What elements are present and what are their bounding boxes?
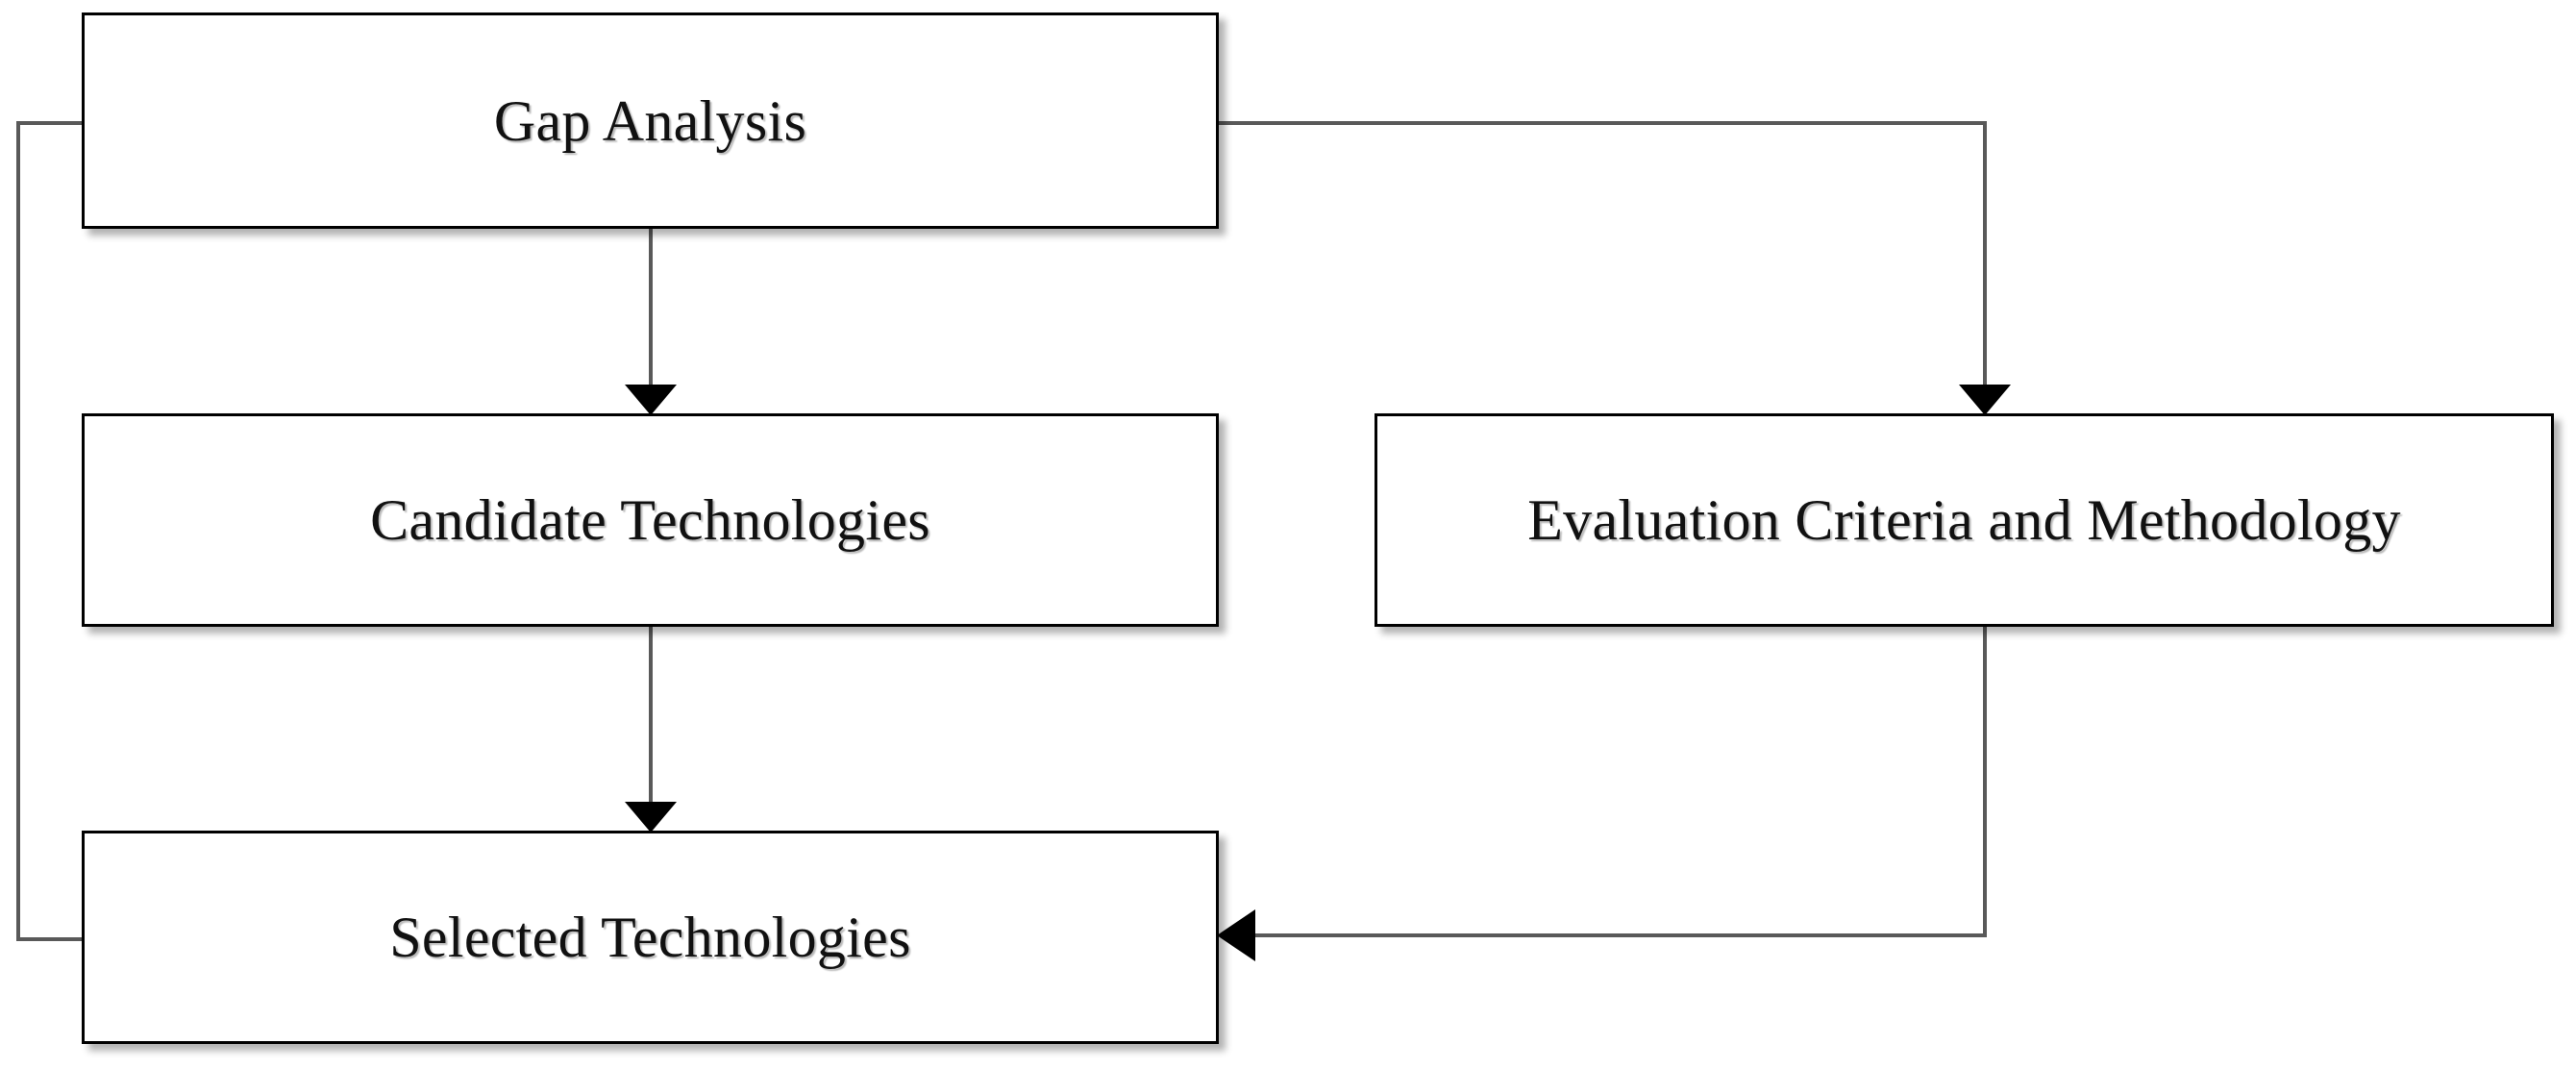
edge-gap-to-evaluation [1219, 121, 2011, 415]
arrowhead-left-icon [1217, 909, 1255, 961]
node-selected-technologies[interactable]: Selected Technologies [82, 831, 1219, 1044]
node-evaluation-criteria[interactable]: Evaluation Criteria and Methodology [1375, 413, 2554, 627]
edge-candidate-to-selected [625, 627, 677, 833]
node-label-selected-technologies: Selected Technologies [389, 906, 911, 969]
arrowhead-down-icon [1959, 385, 2011, 415]
node-label-candidate-technologies: Candidate Technologies [370, 488, 930, 552]
edge-evaluation-to-selected [1217, 627, 1987, 961]
edge-line-evaluation-to-selected [1250, 627, 1987, 937]
node-label-gap-analysis: Gap Analysis [493, 88, 807, 153]
edge-line-selected-to-gap-feedback [16, 121, 117, 941]
node-candidate-technologies[interactable]: Candidate Technologies [82, 413, 1219, 627]
node-gap-analysis[interactable]: Gap Analysis [82, 12, 1219, 229]
edge-gap-to-candidate [625, 229, 677, 415]
node-label-evaluation-criteria: Evaluation Criteria and Methodology [1527, 488, 2401, 552]
edge-line-gap-to-evaluation [1219, 121, 1987, 390]
arrowhead-down-icon [625, 385, 677, 415]
arrowhead-down-icon [625, 802, 677, 833]
